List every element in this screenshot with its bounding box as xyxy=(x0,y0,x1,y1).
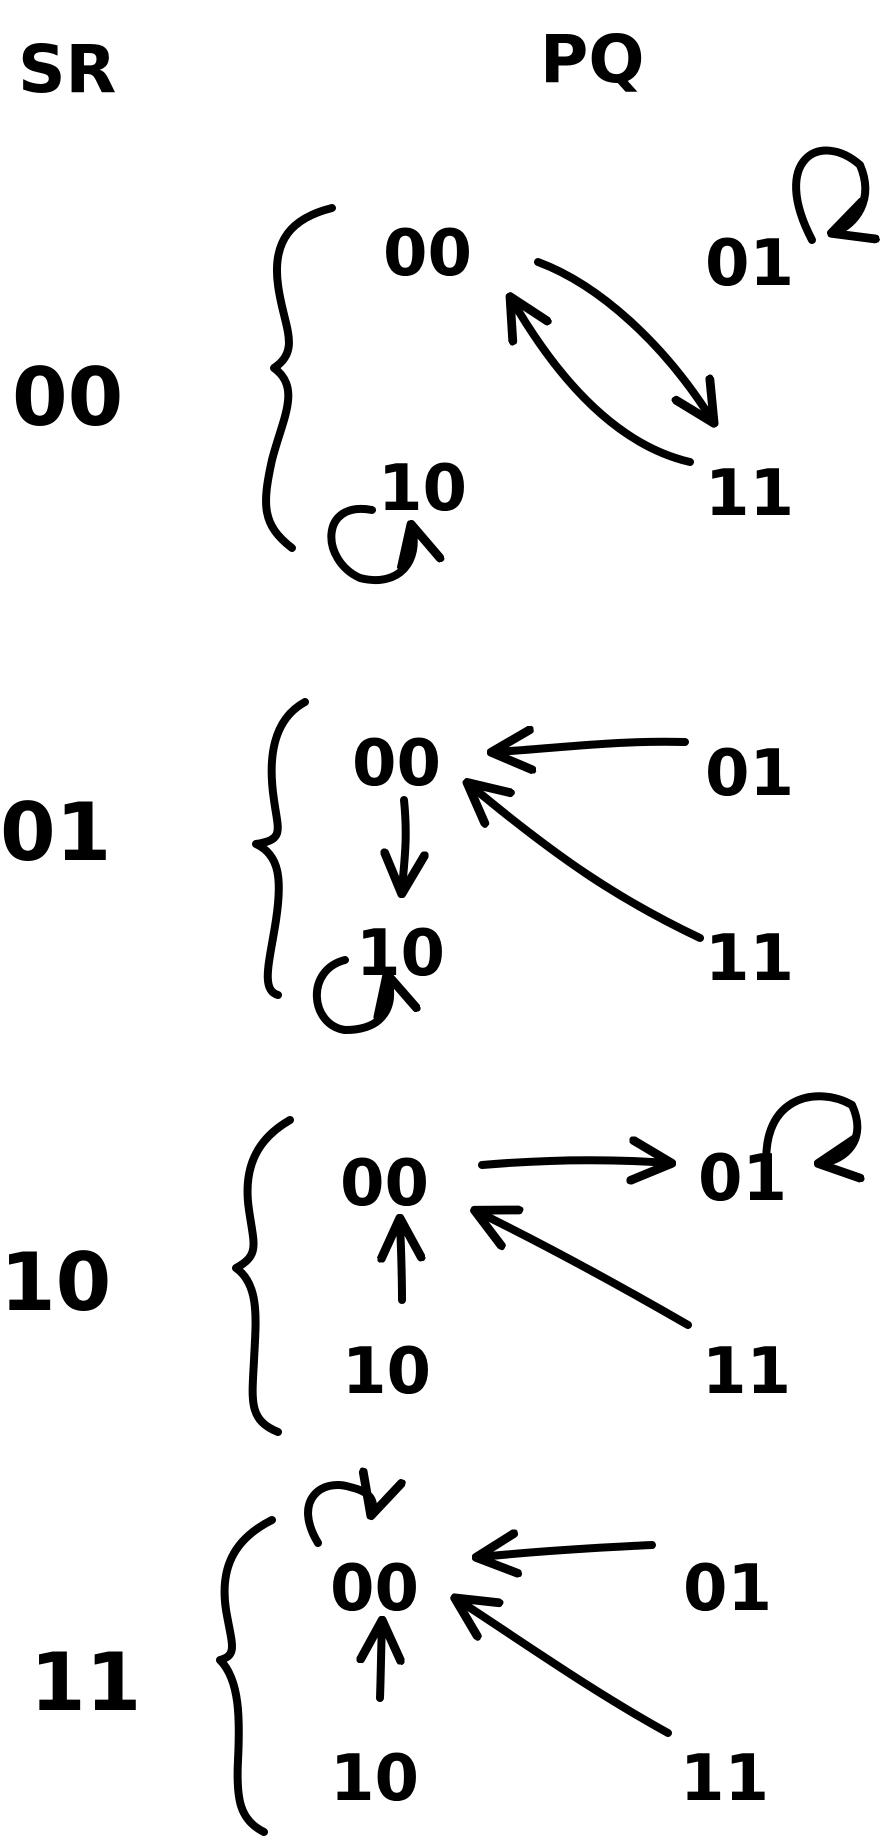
state-node-01: 01 xyxy=(698,1142,787,1216)
group-input-00: 00 00 01 10 11 xyxy=(12,146,865,584)
arrow-00-to-11 xyxy=(534,258,712,420)
state-node-11: 11 xyxy=(680,1742,769,1816)
state-node-01: 01 xyxy=(705,227,794,301)
group-input-01: 01 00 01 10 11 xyxy=(0,698,794,1034)
row-input-label: 11 xyxy=(30,1636,141,1729)
row-input-label: 01 xyxy=(0,786,111,879)
self-loop-10 xyxy=(312,956,390,1034)
brace xyxy=(232,1116,294,1436)
state-node-11: 11 xyxy=(705,922,794,996)
header-state-label: PQ xyxy=(540,21,644,98)
row-input-label: 10 xyxy=(0,1236,111,1329)
state-node-01: 01 xyxy=(683,1552,772,1626)
arrow-10-to-00 xyxy=(400,1222,402,1304)
state-node-00: 00 xyxy=(340,1147,429,1221)
state-node-10: 10 xyxy=(356,917,445,991)
state-node-00: 00 xyxy=(330,1552,419,1626)
group-input-11: 11 00 01 10 11 xyxy=(30,1485,772,1836)
brace xyxy=(262,204,336,552)
arrow-10-to-00 xyxy=(380,1624,382,1702)
state-node-10: 10 xyxy=(378,452,467,526)
arrow-00-to-10 xyxy=(402,796,406,890)
arrow-11-to-00 xyxy=(470,785,704,942)
arrow-01-to-00 xyxy=(480,1545,656,1557)
state-node-00: 00 xyxy=(352,727,441,801)
arrow-00-to-01 xyxy=(478,1160,668,1165)
self-loop-01 xyxy=(792,146,865,244)
arrow-11-to-00 xyxy=(512,300,694,466)
state-node-00: 00 xyxy=(383,217,472,291)
state-node-10: 10 xyxy=(330,1742,419,1816)
brace xyxy=(252,698,309,999)
arrow-01-to-00 xyxy=(495,742,689,752)
group-input-10: 10 00 01 10 11 xyxy=(0,1092,857,1436)
brace xyxy=(216,1516,276,1836)
self-loop-00 xyxy=(304,1485,373,1547)
state-node-01: 01 xyxy=(705,737,794,811)
self-loop-10 xyxy=(327,504,413,584)
state-node-10: 10 xyxy=(342,1335,431,1409)
arrow-11-to-00 xyxy=(458,1600,672,1737)
state-node-11: 11 xyxy=(705,457,794,531)
self-loop-01 xyxy=(762,1092,857,1184)
arrow-11-to-00 xyxy=(478,1212,692,1329)
header-input-label: SR xyxy=(18,31,116,108)
state-node-11: 11 xyxy=(702,1335,791,1409)
row-input-label: 00 xyxy=(12,351,123,444)
